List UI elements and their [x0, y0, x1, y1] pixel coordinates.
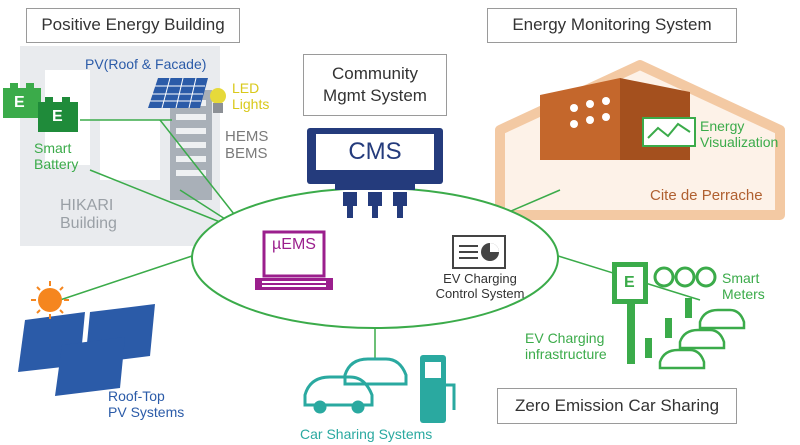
battery-letter-1: E: [14, 94, 25, 111]
energy-monitoring-title: Energy Monitoring System: [487, 8, 737, 43]
smart-meters-line2: Meters: [722, 286, 765, 303]
ev-charger-stands-icon: [645, 298, 692, 358]
charger-letter: E: [624, 274, 635, 291]
smart-meters-line1: Smart: [722, 270, 760, 286]
led-label-line1: LED: [232, 80, 260, 96]
cms-label: CMS: [348, 138, 402, 165]
charging-station-icon: [420, 355, 456, 423]
ev-control-line1: EV Charging: [443, 271, 517, 286]
rooftop-line2: PV Systems: [108, 404, 185, 421]
smart-battery-line1: Smart: [34, 140, 72, 156]
smart-battery-icon: [3, 83, 78, 132]
car-sharing-label: Car Sharing Systems: [300, 426, 433, 442]
rooftop-pv-icon: [18, 304, 155, 396]
smart-battery-line2: Battery: [34, 156, 79, 173]
led-label-line2: Lights: [232, 96, 270, 113]
community-mgmt-line2: Mgmt System: [323, 86, 427, 105]
pv-roof-panel-icon: [148, 77, 208, 109]
ev-control-icon: [452, 235, 506, 269]
pv-roof-label: PV(Roof & Facade): [85, 56, 207, 72]
rooftop-line1: Roof-Top: [108, 388, 165, 404]
bems-label: BEMS: [225, 145, 268, 163]
car-sharing-cars-icon: [303, 357, 408, 414]
energy-vis-line2: Visualization: [700, 134, 779, 151]
community-mgmt-line1: Community: [332, 63, 418, 83]
ev-control-line2: Control System: [435, 285, 525, 301]
hikari-line1: HIKARI: [60, 197, 114, 214]
positive-energy-title: Positive Energy Building: [26, 8, 240, 43]
sun-icon: [31, 281, 69, 319]
led-bulb-icon: [210, 88, 226, 113]
energy-vis-line1: Energy: [700, 118, 745, 134]
energy-visualization-icon: [642, 117, 696, 147]
hikari-line2: Building: [60, 215, 117, 233]
community-mgmt-title: Community Mgmt System: [303, 54, 447, 116]
ev-infra-line1: EV Charging: [525, 330, 605, 346]
ev-infra-line2: infrastructure: [525, 346, 607, 363]
battery-letter-2: E: [52, 108, 63, 125]
uems-label: µEMS: [272, 236, 316, 253]
zero-emission-title: Zero Emission Car Sharing: [497, 388, 737, 424]
ev-charger-post-icon: [612, 262, 648, 364]
smart-meters-icon: [653, 266, 717, 288]
cms-console-icon: [307, 128, 443, 218]
hems-label: HEMS: [225, 128, 269, 145]
uems-laptop-icon: [255, 230, 333, 290]
ev-cars-icon: [658, 308, 746, 370]
cite-de-perrache-label: Cite de Perrache: [650, 187, 763, 204]
